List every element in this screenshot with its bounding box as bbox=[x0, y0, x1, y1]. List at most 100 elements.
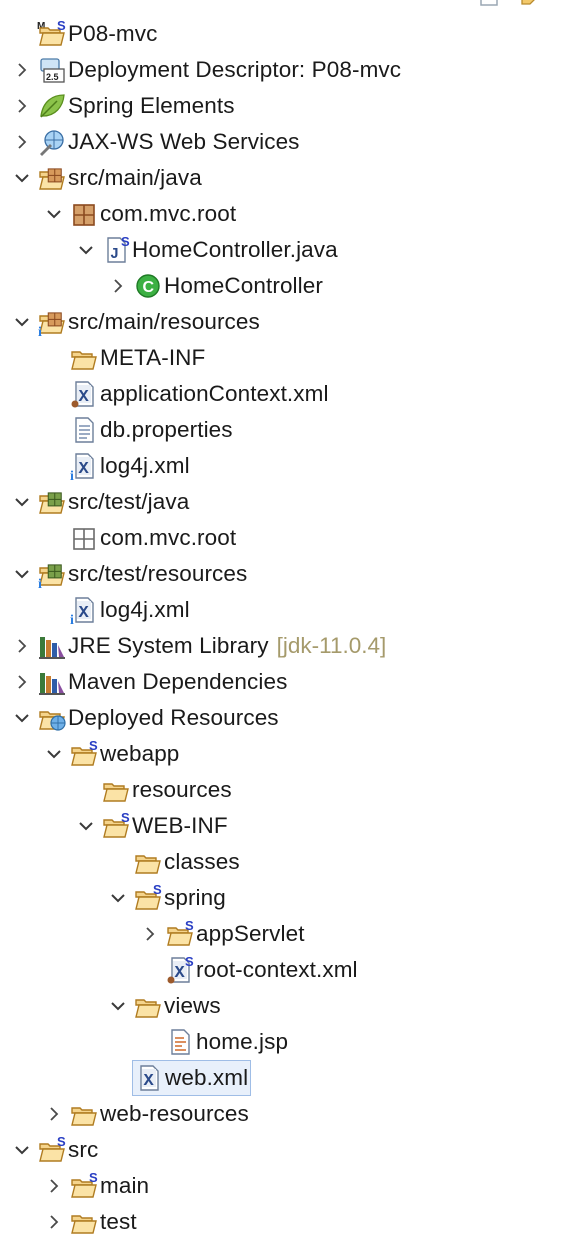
svg-text:i: i bbox=[70, 613, 74, 625]
tree-item-label: HomeController.java bbox=[132, 237, 338, 262]
tree-item-label: web.xml bbox=[165, 1065, 249, 1090]
tree-item-content: META-INF bbox=[68, 341, 207, 375]
chevron-right-icon[interactable] bbox=[8, 124, 36, 160]
tree-item[interactable]: com.mvc.root bbox=[0, 520, 578, 556]
tree-item[interactable]: Spring Elements bbox=[0, 88, 578, 124]
tree-item[interactable]: test bbox=[0, 1204, 578, 1240]
tree-item-label: src bbox=[68, 1137, 99, 1162]
chevron-down-icon[interactable] bbox=[104, 880, 132, 916]
tree-item[interactable]: web-resources bbox=[0, 1096, 578, 1132]
svg-text:S: S bbox=[121, 811, 130, 825]
toggle-spacer bbox=[104, 1060, 132, 1096]
toggle-spacer bbox=[104, 844, 132, 880]
toggle-spacer bbox=[40, 592, 68, 628]
chevron-down-icon[interactable] bbox=[72, 808, 100, 844]
chevron-down-icon[interactable] bbox=[8, 556, 36, 592]
tree-item-label: log4j.xml bbox=[100, 597, 190, 622]
svg-text:J: J bbox=[110, 246, 119, 263]
svg-text:S: S bbox=[89, 739, 98, 753]
tree-item-content: src/test/java bbox=[36, 485, 191, 519]
tree-item-label: WEB-INF bbox=[132, 813, 228, 838]
tree-item-label: JRE System Library bbox=[68, 633, 269, 658]
tree-item[interactable]: com.mvc.root bbox=[0, 196, 578, 232]
chevron-down-icon[interactable] bbox=[8, 700, 36, 736]
tree-item-label: web-resources bbox=[100, 1101, 249, 1126]
deployed-resources-icon bbox=[36, 702, 68, 734]
tree-item-label: db.properties bbox=[100, 417, 233, 442]
chevron-right-icon[interactable] bbox=[40, 1096, 68, 1132]
chevron-right-icon[interactable] bbox=[104, 268, 132, 304]
tree-item-content: com.mvc.root bbox=[68, 197, 238, 231]
chevron-right-icon[interactable] bbox=[8, 52, 36, 88]
tree-item-content: Deployed Resources bbox=[36, 701, 281, 735]
chevron-right-icon[interactable] bbox=[8, 628, 36, 664]
tree-item[interactable]: src/test/java bbox=[0, 484, 578, 520]
chevron-down-icon[interactable] bbox=[8, 160, 36, 196]
tree-item[interactable]: classes bbox=[0, 844, 578, 880]
tree-item-content: com.mvc.root bbox=[68, 521, 238, 555]
chevron-down-icon[interactable] bbox=[104, 988, 132, 1024]
tree-item-label: appServlet bbox=[196, 921, 305, 946]
tree-item[interactable]: Deployed Resources bbox=[0, 700, 578, 736]
collapse-all-icon[interactable] bbox=[478, 0, 500, 8]
tree-item-content: web-resources bbox=[68, 1097, 251, 1131]
tree-item[interactable]: home.jsp bbox=[0, 1024, 578, 1060]
chevron-right-icon[interactable] bbox=[40, 1204, 68, 1240]
tree-item[interactable]: Maven Dependencies bbox=[0, 664, 578, 700]
chevron-down-icon[interactable] bbox=[8, 1132, 36, 1168]
toggle-spacer bbox=[136, 952, 164, 988]
chevron-down-icon[interactable] bbox=[8, 484, 36, 520]
tree-item[interactable]: src/main/java bbox=[0, 160, 578, 196]
tree-item[interactable]: JRE System Library[jdk-11.0.4] bbox=[0, 628, 578, 664]
tree-item-content: JAX-WS Web Services bbox=[36, 125, 302, 159]
tree-item-label: Deployment Descriptor: P08-mvc bbox=[68, 57, 402, 82]
chevron-right-icon[interactable] bbox=[40, 1168, 68, 1204]
tree-item[interactable]: META-INF bbox=[0, 340, 578, 376]
tree-item[interactable]: db.properties bbox=[0, 412, 578, 448]
package-icon bbox=[68, 198, 100, 230]
chevron-down-icon[interactable] bbox=[40, 736, 68, 772]
tree-item[interactable]: JAX-WS Web Services bbox=[0, 124, 578, 160]
tree-item[interactable]: resources bbox=[0, 772, 578, 808]
chevron-down-icon[interactable] bbox=[40, 196, 68, 232]
tree-item-label: META-INF bbox=[100, 345, 206, 370]
tree-item-label: src/test/java bbox=[68, 489, 190, 514]
chevron-right-icon[interactable] bbox=[8, 88, 36, 124]
chevron-down-icon[interactable] bbox=[72, 232, 100, 268]
svg-text:S: S bbox=[57, 19, 66, 33]
tree-item[interactable]: views bbox=[0, 988, 578, 1024]
chevron-right-icon[interactable] bbox=[8, 664, 36, 700]
toggle-spacer bbox=[40, 376, 68, 412]
chevron-down-icon[interactable] bbox=[8, 304, 36, 340]
link-with-editor-icon[interactable] bbox=[520, 0, 542, 8]
svg-text:i: i bbox=[70, 469, 74, 481]
toggle-spacer bbox=[40, 448, 68, 484]
tree-item-label: src/test/resources bbox=[68, 561, 248, 586]
chevron-right-icon[interactable] bbox=[136, 916, 164, 952]
